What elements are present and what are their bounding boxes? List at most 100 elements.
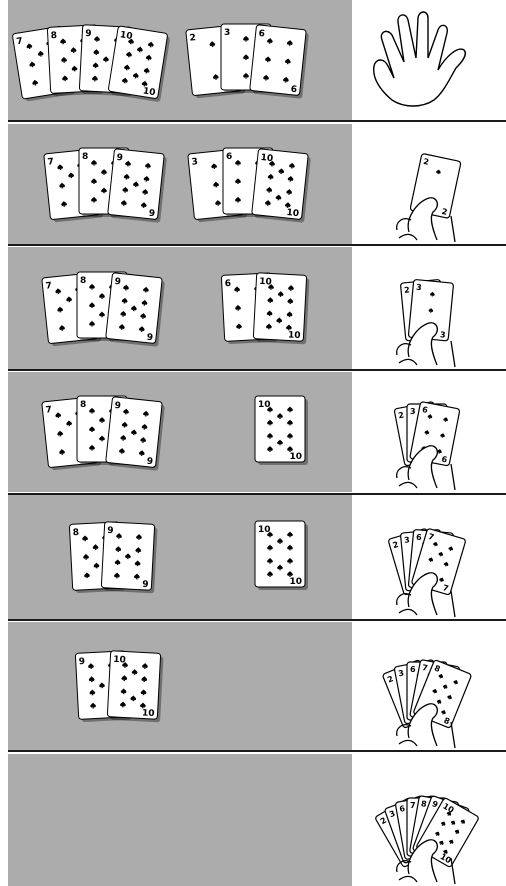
card-rank-label: 7 [47,157,54,168]
hand-icon: 2233667788 [352,622,502,750]
row-divider [8,619,506,621]
playing-card-icon: 1010 [252,518,310,592]
card-rank-label: 8 [73,527,80,537]
card-rank-label: 8 [51,30,58,40]
card-face [108,25,168,98]
card-pile: 778899 [46,269,164,355]
card-rank-label: 10 [289,577,302,587]
card-rank-label: 6 [258,29,265,40]
stage-row: 2233667788991010 [0,754,506,886]
hand-icon: 22 [352,124,502,244]
card-rank-label: 9 [142,579,149,589]
table-area: 991010 [8,622,352,750]
card-pile: 33661010 [192,145,310,231]
card-rank-label: 6 [290,85,297,96]
hand-icon [352,0,502,120]
hand-area [352,0,506,120]
playing-card-icon: 1010 [252,393,310,467]
playing-card-icon: 1010 [250,269,312,346]
playing-card-icon: 99 [102,393,167,473]
card-rank-label: 3 [410,407,416,416]
card-rank-label: 3 [440,330,446,339]
hand-icon: 223366 [352,372,502,492]
hand-icon: 22336677 [352,495,502,619]
card-rank-label: 9 [114,277,121,288]
playing-card-icon: 99 [98,518,160,595]
hand-area: 2233667788991010 [352,754,506,886]
hand-area: 22336677 [352,495,506,619]
row-divider [8,244,506,246]
hand-icon: 2233667788991010 [352,754,502,886]
playing-card-icon: 1010 [248,145,313,225]
card-rank-label: 9 [148,209,155,220]
stage-row: 8899101022336677 [0,495,506,619]
card-rank-label: 9 [85,28,92,38]
stage-row: 7788991010223366 [0,372,506,492]
card-rank-label: 8 [80,400,86,410]
playing-card-icon: 66 [246,21,311,101]
card-pile: 1010 [252,393,314,479]
table-area: 778899661010 [8,247,352,369]
card-rank-label: 9 [146,457,153,468]
card-rank-label: 3 [224,28,230,38]
card-pile: 8899 [70,518,160,604]
card-rank-label: 7 [410,801,416,810]
row-divider [8,120,506,122]
card-rank-label: 2 [189,33,196,44]
card-rank-label: 8 [82,152,88,162]
card-rank-label: 7 [45,405,52,416]
card-rank-label: 6 [226,152,232,162]
card-pile: 778899 [46,393,164,479]
card-rank-label: 8 [80,276,86,286]
card-rank-label: 2 [404,285,410,294]
card-rank-label: 10 [289,452,302,462]
card-rank-label: 9 [107,525,114,535]
card-pile: 991010 [76,647,166,733]
card-pile: 661010 [222,269,312,355]
table-area: 88991010 [8,495,352,619]
card-pile: 7788991010 [20,21,166,107]
playing-card-icon: 1010 [104,647,166,724]
hand-area: 2233 [352,247,506,369]
card-rank-label: 6 [225,278,232,288]
card-rank-label: 3 [416,283,422,292]
card-rank-label: 10 [286,208,300,219]
card-rank-label: 3 [191,157,198,168]
card-rank-label: 9 [114,401,121,412]
hand-area: 223366 [352,372,506,492]
playing-card-icon: 99 [104,145,169,225]
card-pile: 223366 [190,21,308,107]
card-rank-label: 7 [45,281,52,292]
card-rank-label: 9 [79,656,86,666]
card-rank-label: 9 [116,153,123,164]
stage-row: 7788996610102233 [0,247,506,369]
card-rank-label: 10 [288,330,301,341]
card-rank-label: 6 [410,665,416,674]
stage-row: 7788991010223366 [0,0,506,120]
hand-icon: 2233 [352,247,502,369]
playing-card-icon: 99 [102,269,167,349]
stage-row: 9910102233667788 [0,622,506,750]
card-rank-label: 10 [142,708,155,719]
row-divider [8,750,506,752]
table-area: 7788991010223366 [8,0,352,120]
table-area: 7788991010 [8,372,352,492]
stage-row: 7788993366101022 [0,124,506,244]
hand-area: 2233667788 [352,622,506,750]
card-rank-label: 9 [146,333,153,344]
card-rank-label: 10 [142,86,156,98]
